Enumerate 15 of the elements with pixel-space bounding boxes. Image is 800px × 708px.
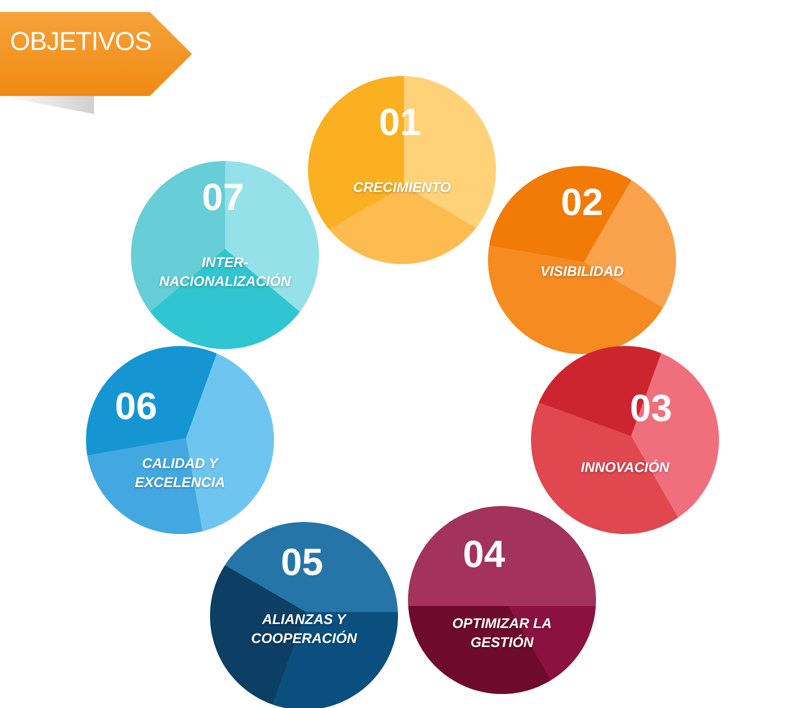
objective-label: CRECIMIENTO: [353, 178, 451, 197]
objective-number: 05: [280, 544, 324, 582]
objective-number: 06: [114, 388, 158, 426]
objective-label: INTER- NACIONALIZACIÓN: [159, 253, 291, 291]
objective-number: 01: [378, 104, 422, 142]
objective-label: ALIANZAS Y COOPERACIÓN: [251, 610, 357, 648]
objective-number: 04: [462, 536, 506, 574]
objective-label: VISIBILIDAD: [540, 262, 624, 281]
objective-label: CALIDAD Y EXCELENCIA: [134, 454, 226, 492]
title: OBJETIVOS: [10, 26, 152, 57]
objective-label: INNOVACIÓN: [580, 458, 670, 477]
objective-label: OPTIMIZAR LA GESTIÓN: [451, 614, 553, 652]
objective-number: 02: [560, 184, 604, 222]
objective-number: 03: [628, 390, 674, 428]
objective-number: 07: [200, 179, 246, 217]
